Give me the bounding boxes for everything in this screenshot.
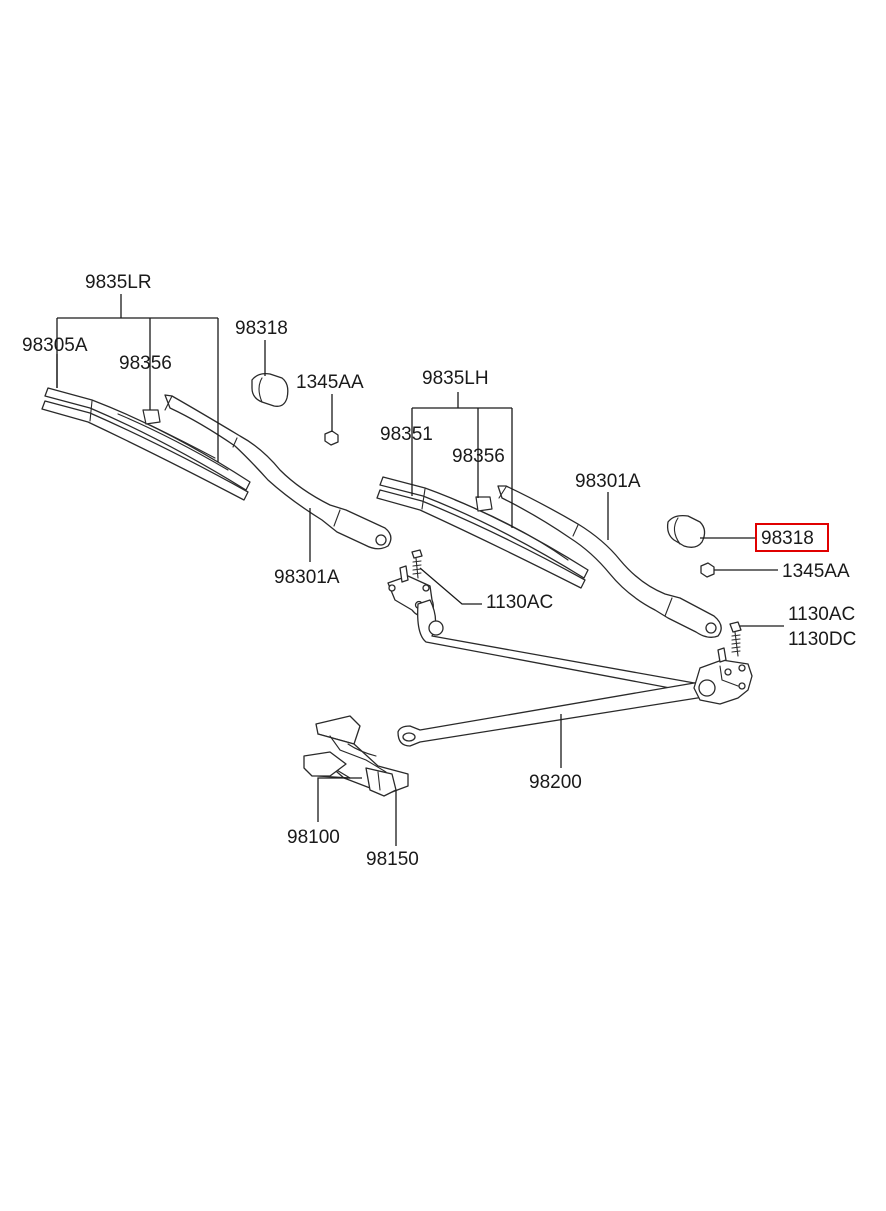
part-labels: 9835LR 98305A 98356 98318 1345AA 9835LH …: [22, 272, 856, 870]
bolt-right[interactable]: [729, 621, 742, 657]
wiper-linkage[interactable]: [397, 599, 753, 747]
label-98305a[interactable]: 98305A: [22, 335, 88, 356]
arm-cap-right[interactable]: [666, 514, 706, 548]
label-9835lh[interactable]: 9835LH: [422, 368, 489, 389]
blade-insert-lr[interactable]: [142, 409, 161, 425]
label-1130ac-right[interactable]: 1130AC: [788, 604, 855, 625]
label-9835lr[interactable]: 9835LR: [85, 272, 152, 293]
wiper-blade-lr[interactable]: [41, 387, 251, 501]
label-1130ac-left[interactable]: 1130AC: [486, 592, 553, 613]
label-98356-lh[interactable]: 98356: [452, 446, 505, 467]
label-98351[interactable]: 98351: [380, 424, 433, 445]
label-98356-lr[interactable]: 98356: [119, 353, 172, 374]
label-98100[interactable]: 98100: [287, 827, 340, 848]
wiper-arm-left[interactable]: [164, 394, 392, 550]
label-98318-left[interactable]: 98318: [235, 318, 288, 339]
arm-cap-left[interactable]: [251, 372, 289, 407]
wiper-blade-lh[interactable]: [376, 476, 589, 589]
blade-insert-lh[interactable]: [475, 496, 493, 512]
leader-lines: [56, 294, 784, 846]
label-1345aa-right[interactable]: 1345AA: [782, 561, 850, 582]
label-1345aa-left[interactable]: 1345AA: [296, 372, 364, 393]
nut-right[interactable]: [700, 562, 715, 578]
bolt-left[interactable]: [411, 549, 423, 579]
label-1130dc-right[interactable]: 1130DC: [788, 629, 856, 650]
label-98150[interactable]: 98150: [366, 849, 419, 870]
label-98318-right[interactable]: 98318: [761, 528, 814, 549]
wiper-arm-right[interactable]: [497, 485, 722, 638]
highlight-box: [755, 523, 829, 552]
crank-arm[interactable]: [365, 767, 397, 797]
label-98301a-top[interactable]: 98301A: [575, 471, 641, 492]
nut-left[interactable]: [324, 430, 339, 446]
label-98200[interactable]: 98200: [529, 772, 582, 793]
label-98301a-bottom[interactable]: 98301A: [274, 567, 340, 588]
